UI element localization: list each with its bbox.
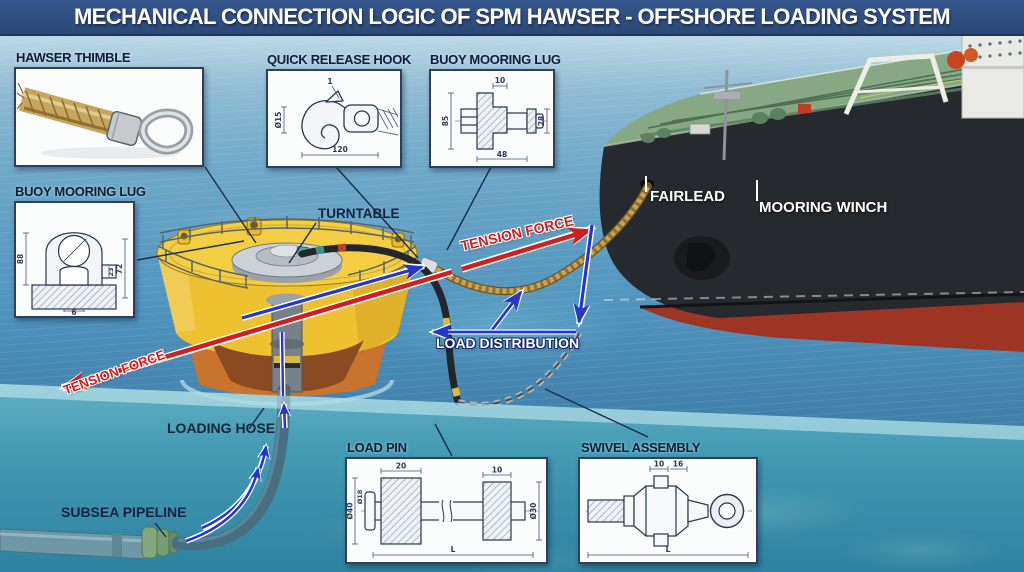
hawser-thimble-title: HAWSER THIMBLE bbox=[16, 50, 131, 65]
dim-label: 10 bbox=[492, 466, 502, 475]
dim-label: Ø30 bbox=[529, 503, 538, 520]
subsea-pipeline-label: SUBSEA PIPELINE bbox=[61, 504, 187, 520]
wire-rope bbox=[16, 82, 120, 137]
mooring-winch-label: MOORING WINCH bbox=[759, 199, 888, 216]
lug-section bbox=[455, 92, 547, 150]
main-deck bbox=[604, 40, 1024, 146]
boot-top-line bbox=[639, 292, 1024, 309]
dim-label: 28 bbox=[537, 116, 546, 126]
deck-winches bbox=[641, 108, 786, 143]
gantry-crane bbox=[843, 53, 949, 116]
dim-label: 10 bbox=[654, 460, 664, 469]
dim-label: 120 bbox=[332, 145, 348, 154]
turntable-label: TURNTABLE bbox=[318, 206, 400, 221]
dimension-lines bbox=[23, 232, 128, 312]
quick-release-hook-title: QUICK RELEASE HOOK bbox=[267, 52, 412, 67]
page-title: MECHANICAL CONNECTION LOGIC OF SPM HAWSE… bbox=[73, 4, 951, 29]
load-distribution-arrows bbox=[241, 224, 595, 341]
load-distribution-label: LOAD DISTRIBUTION bbox=[436, 335, 580, 351]
dim-label: 20 bbox=[396, 462, 406, 471]
ship-label-ticks bbox=[645, 176, 758, 201]
dimension-lines bbox=[448, 83, 550, 162]
tension-arrow-left bbox=[58, 268, 454, 392]
dim-label: Ø40 bbox=[347, 503, 355, 520]
fairlead-label: FAIRLEAD bbox=[650, 188, 725, 205]
ferrule bbox=[106, 111, 142, 147]
load-pin-drawing: 20 10 Ø40 Ø18 Ø30 L bbox=[347, 462, 542, 558]
dim-label: L bbox=[666, 545, 671, 554]
inset-load-pin: 20 10 Ø40 Ø18 Ø30 L bbox=[345, 457, 548, 564]
tension-arrow-right bbox=[460, 225, 597, 273]
dim-label: 72 bbox=[115, 264, 124, 274]
buoy-mooring-lug-left-title: BUOY MOORING LUG bbox=[15, 184, 146, 199]
buoy-mooring-lug-left-drawing: 88 72 23 6 bbox=[16, 232, 128, 316]
dim-label: 88 bbox=[16, 254, 25, 264]
pin-body bbox=[364, 477, 526, 545]
buoy-mooring-lug-top-drawing: 10 85 28 48 bbox=[441, 76, 550, 162]
rope-hatch bbox=[377, 107, 399, 136]
hawser-thimble-drawing bbox=[16, 82, 194, 159]
dimension-lines bbox=[281, 85, 379, 158]
dim-label: 6 bbox=[71, 308, 76, 316]
loading-hose-label: LOADING HOSE bbox=[167, 420, 276, 436]
superstructure bbox=[961, 33, 1024, 119]
bow-anchor bbox=[674, 236, 730, 280]
dim-label: L bbox=[451, 545, 456, 554]
swivel-body bbox=[587, 475, 745, 547]
dim-label: 48 bbox=[497, 150, 507, 159]
foremast bbox=[703, 69, 753, 161]
inset-buoy-mooring-lug-top: 10 85 28 48 bbox=[429, 69, 555, 168]
dimension-lines bbox=[587, 466, 749, 558]
leader-lines bbox=[136, 166, 649, 538]
deck-box bbox=[798, 104, 811, 113]
hook-body bbox=[301, 90, 379, 150]
hull-waterline-foam bbox=[603, 291, 1024, 301]
title-bar: MECHANICAL CONNECTION LOGIC OF SPM HAWSE… bbox=[0, 0, 1024, 36]
spm-buoy bbox=[156, 216, 418, 406]
dim-label: 16 bbox=[673, 460, 683, 469]
dim-label: 1 bbox=[327, 77, 332, 86]
lug-shackle bbox=[31, 232, 117, 310]
inset-swivel-assembly: 10 16 L bbox=[578, 457, 758, 564]
quick-release-hook-drawing: Ø15 120 1 bbox=[274, 77, 399, 158]
inset-quick-release-hook: Ø15 120 1 bbox=[266, 69, 402, 168]
dim-label: 10 bbox=[495, 76, 505, 85]
dim-label: Ø18 bbox=[356, 489, 364, 504]
load-pin-title: LOAD PIN bbox=[347, 440, 407, 455]
dimension-lines bbox=[352, 468, 542, 558]
dim-label: 85 bbox=[441, 116, 450, 126]
inset-buoy-mooring-lug-left: 88 72 23 6 bbox=[14, 201, 135, 318]
dim-label: 23 bbox=[107, 267, 115, 276]
frayed-end bbox=[16, 82, 25, 110]
water-surface-band bbox=[0, 384, 1024, 440]
crane-balls bbox=[947, 48, 978, 69]
swivel-assembly-drawing: 10 16 L bbox=[586, 460, 752, 558]
inset-hawser-thimble bbox=[14, 67, 204, 167]
thimble-loop bbox=[138, 108, 194, 155]
swivel-assembly-title: SWIVEL ASSEMBLY bbox=[581, 440, 701, 455]
buoy-mooring-lug-top-title: BUOY MOORING LUG bbox=[430, 52, 561, 67]
flow-arrows bbox=[185, 331, 292, 544]
dim-label: Ø15 bbox=[274, 112, 283, 129]
tanker-ship bbox=[599, 33, 1024, 352]
